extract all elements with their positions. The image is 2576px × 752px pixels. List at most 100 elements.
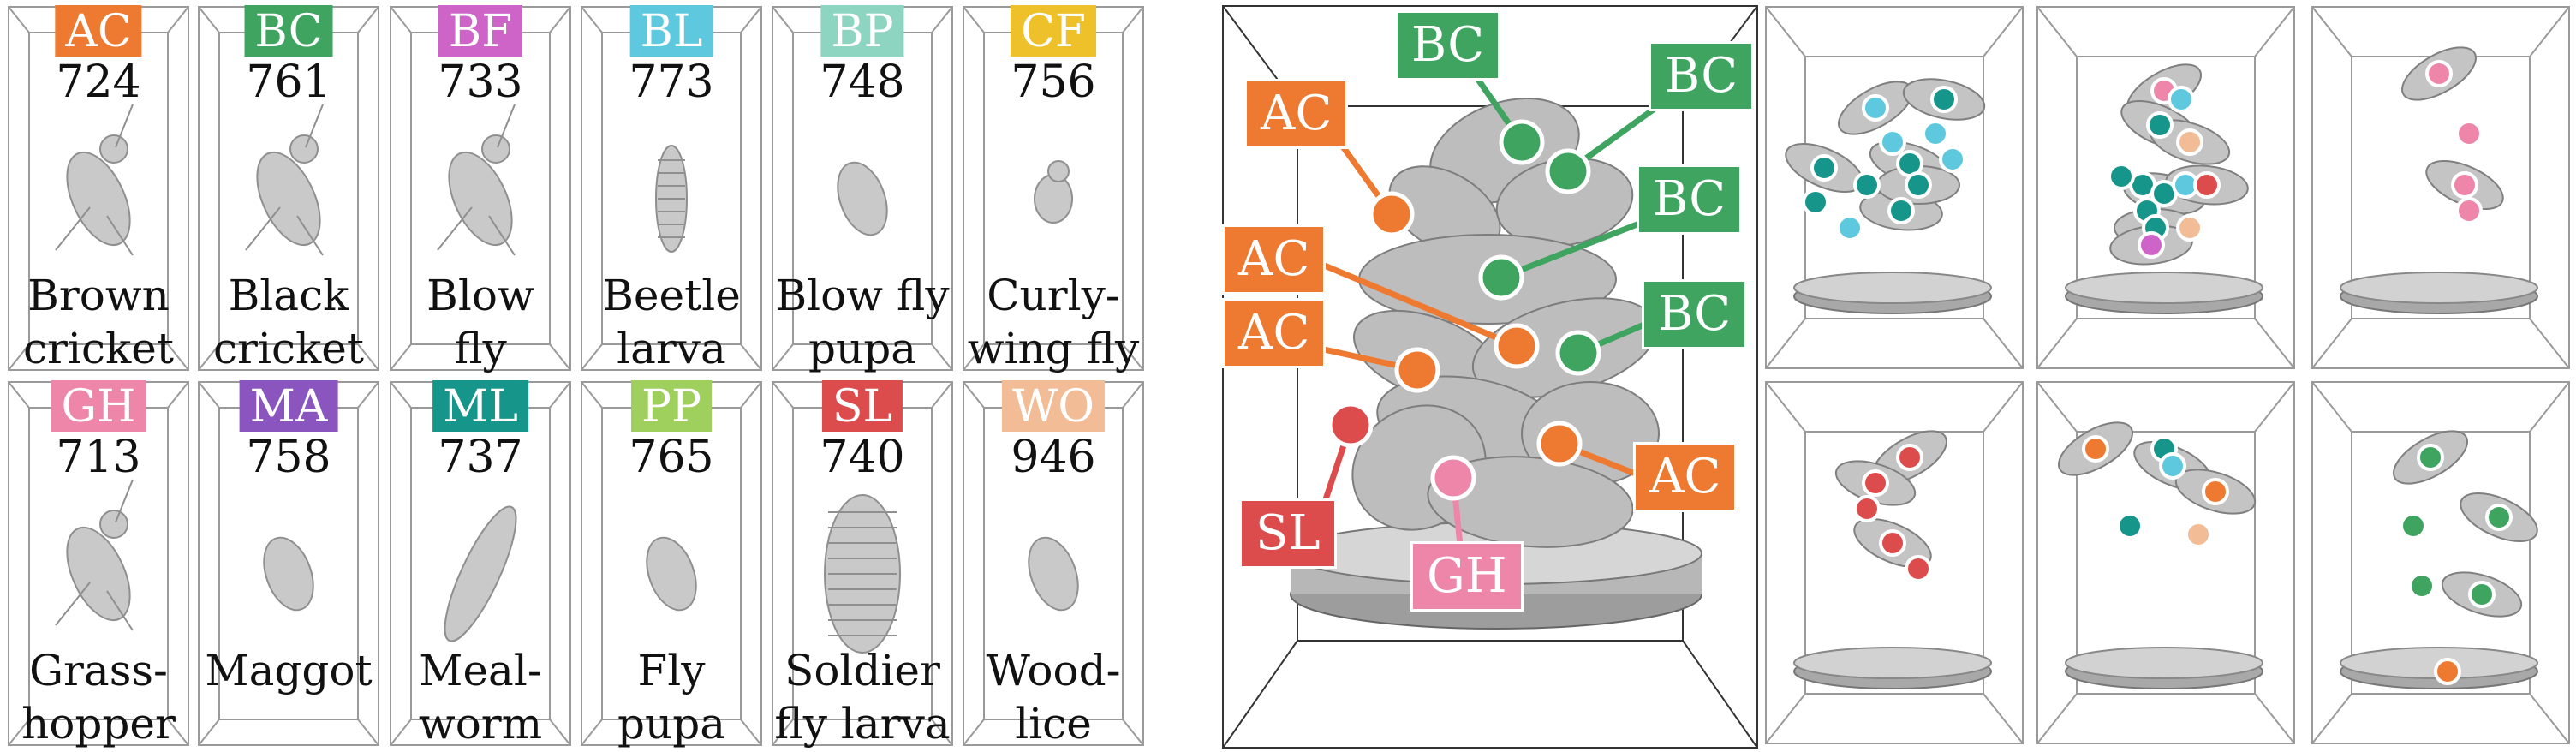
specimen-count: 748: [820, 57, 905, 108]
species-name-line: Fly: [637, 646, 706, 695]
scene-panel: [2036, 5, 2296, 370]
specimen-render: [646, 536, 697, 612]
callout-label: AC: [1222, 298, 1327, 368]
species-name: Grass-hopper: [0, 644, 204, 750]
specimen-count: 761: [246, 57, 331, 108]
species-name-line: Curly-: [987, 271, 1120, 320]
specimen-render: [837, 161, 888, 236]
petri-dish: [2065, 647, 2263, 689]
species-dot-bl: [1939, 146, 1966, 173]
callout-dot: [1394, 347, 1440, 393]
specimen-count: 740: [820, 432, 905, 483]
species-dot-ml: [2108, 163, 2135, 190]
scene-render: [1765, 381, 2024, 744]
specimen-render: [437, 104, 516, 256]
specimen-render: [444, 505, 517, 642]
callout-dot: [1545, 148, 1591, 194]
bounding-box-wireframe: [8, 381, 189, 746]
specimen-count: 758: [246, 432, 331, 483]
callout-label: AC: [1633, 442, 1738, 512]
scene-render: [2311, 6, 2570, 369]
species-dot-sl: [1905, 555, 1932, 582]
species-name-line: cricket: [213, 324, 364, 373]
species-dot-sl: [1862, 469, 1889, 497]
species-name-line: cricket: [23, 324, 174, 373]
species-dot-bl: [2168, 86, 2195, 113]
species-dot-ac: [2202, 478, 2229, 505]
species-name: Meal-worm: [375, 644, 586, 750]
bounding-box-wireframe: [772, 381, 953, 746]
specimen-render: [245, 104, 324, 256]
species-dot-sl: [1896, 444, 1923, 471]
species-name: Curly-wing fly: [948, 269, 1159, 375]
bounding-box-wireframe: [198, 6, 379, 371]
species-dot-bf: [2138, 231, 2165, 259]
species-dot-ml: [1853, 171, 1881, 199]
scene-render: [1765, 6, 2024, 369]
specimen-count: 713: [56, 432, 141, 483]
specimen-count: 737: [438, 432, 523, 483]
species-name-line: Blow: [426, 271, 534, 320]
species-dot-bc: [2468, 581, 2496, 608]
species-dot-ml: [1905, 171, 1932, 199]
scene-render: [2036, 6, 2295, 369]
species-dot-wo: [2185, 521, 2212, 548]
species-name-line: Brown: [27, 271, 170, 320]
species-name-line: Soldier: [784, 646, 940, 695]
species-code-badge: BP: [820, 5, 904, 57]
species-code-badge: GH: [51, 380, 146, 433]
specimen-render: [55, 479, 134, 631]
species-dot-bc: [2417, 444, 2444, 471]
species-dot-ml: [1887, 197, 1915, 224]
species-name-line: Maggot: [205, 646, 373, 695]
specimen-count: 765: [629, 432, 714, 483]
species-name-line: Blow fly: [775, 271, 950, 320]
callout-label: GH: [1410, 541, 1524, 612]
specimen-render: [1028, 536, 1079, 612]
specimen-count: 724: [56, 57, 141, 108]
petri-dish: [1793, 647, 1992, 689]
species-dot-gh: [2455, 197, 2483, 224]
species-dot-ac: [2082, 435, 2109, 463]
bounding-box-wireframe: [198, 381, 379, 746]
specimen-count: 773: [629, 57, 714, 108]
bounding-box-wireframe: [390, 6, 571, 371]
insect-cluster: [2058, 421, 2257, 515]
petri-dish: [2340, 272, 2538, 314]
species-name-line: Wood-: [986, 646, 1121, 695]
species-dot-gh: [2425, 60, 2453, 87]
scene-panel: [1764, 5, 2024, 370]
species-dot-ml: [1802, 188, 1829, 216]
species-dot-bl: [1862, 94, 1889, 122]
species-dot-sl: [1853, 495, 1881, 522]
callout-label: BC: [1637, 164, 1743, 235]
species-code-badge: SL: [821, 380, 903, 433]
scene-panel: [1764, 380, 2024, 745]
callout-label: BC: [1642, 279, 1748, 349]
mixture-scene: [1222, 5, 1758, 749]
callout-label: SL: [1239, 498, 1337, 569]
species-name: Wood-lice: [948, 644, 1159, 750]
callout-dot: [1499, 119, 1545, 165]
species-name-line: lice: [1015, 699, 1092, 749]
species-dot-bl: [2159, 452, 2186, 480]
specimen-render: [824, 494, 901, 654]
species-name-line: Black: [228, 271, 349, 320]
species-code-badge: BL: [629, 5, 713, 57]
scene-panel: [2311, 5, 2571, 370]
scene-panel: [2311, 380, 2571, 745]
callout-dot: [1555, 330, 1601, 376]
species-dot-sl: [2193, 171, 2221, 199]
insect-cluster: [2401, 46, 2504, 211]
callout-leader-line: [1500, 216, 1652, 281]
callout-dot: [1536, 421, 1583, 467]
